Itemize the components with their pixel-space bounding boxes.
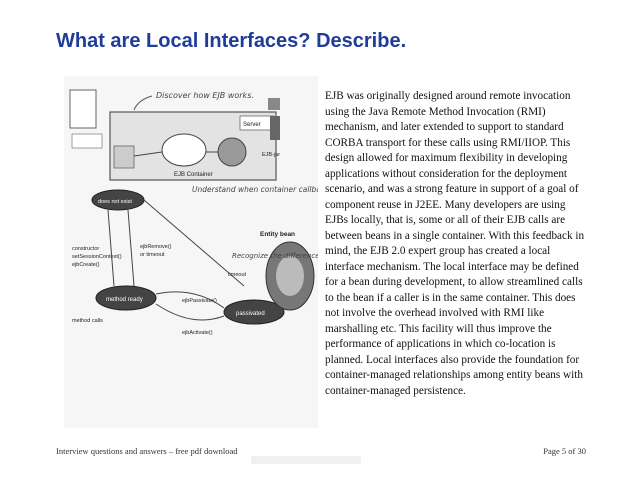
ejb-sketch-illustration: Discover how EJB works. Server EJB Conta… (69, 89, 444, 336)
ejb-container-label: EJB Container (174, 172, 213, 178)
stub-icon (113, 145, 135, 169)
ejb-create-label: ejbCreate() (72, 262, 100, 268)
body-text: EJB was originally designed around remot… (325, 89, 587, 399)
discover-note: Discover how EJB works. (156, 91, 254, 100)
page-number: Page 5 of 30 (543, 446, 586, 456)
state-passivated-label: passivated (236, 311, 265, 317)
ejb-activate-label: ejbActivate() (182, 330, 213, 336)
set-session-context-label: setSessionContext() (72, 254, 122, 260)
remove-transition (127, 209, 135, 287)
state-passivated (223, 299, 285, 325)
create-transition (107, 209, 115, 287)
discover-arrow (133, 95, 153, 111)
activate-transition (155, 303, 225, 321)
ejb-sketch-figure: Discover how EJB works. Server EJB Conta… (64, 76, 444, 428)
footer-bar (251, 456, 361, 464)
jar-icon (268, 98, 280, 110)
ejb-jar-label: EJB-jar (262, 152, 280, 158)
ejb-passivate-label: ejbPassivate() (182, 298, 217, 304)
understand-note-line: Understand when container callbacks are … (192, 185, 318, 194)
call-line (133, 151, 163, 157)
constructor-label: constructor (72, 246, 99, 252)
page-title: What are Local Interfaces? Describe. (56, 30, 407, 52)
footer-left: Interview questions and answers – free p… (56, 446, 238, 456)
bottle-icon (270, 116, 280, 140)
method-calls-label: method calls (72, 318, 103, 324)
entity-bean-highlight (276, 256, 304, 296)
bean-instance-ellipse (217, 137, 247, 167)
body-paragraph: EJB was originally designed around remot… (325, 90, 585, 397)
timeout-label: timeout (228, 272, 247, 278)
bean-icon (69, 89, 97, 129)
passivate-transition (155, 291, 225, 309)
server-label: Server (243, 122, 261, 128)
ejb-object-ellipse (161, 133, 207, 167)
understand-note: Understand when container callbacks are … (192, 185, 318, 194)
client-box (71, 133, 103, 149)
state-does-not-exist-label: does not exist (98, 199, 132, 205)
recognize-note: Recognize the difference between session… (232, 252, 318, 260)
ejb-remove-label: ejbRemove() (140, 244, 172, 250)
or-timeout-label: or timeout (140, 252, 165, 258)
entity-bean-label: Entity bean (260, 231, 295, 238)
state-method-ready (95, 285, 157, 311)
state-method-ready-label: method ready (106, 297, 143, 303)
timeout-transition (143, 199, 245, 287)
